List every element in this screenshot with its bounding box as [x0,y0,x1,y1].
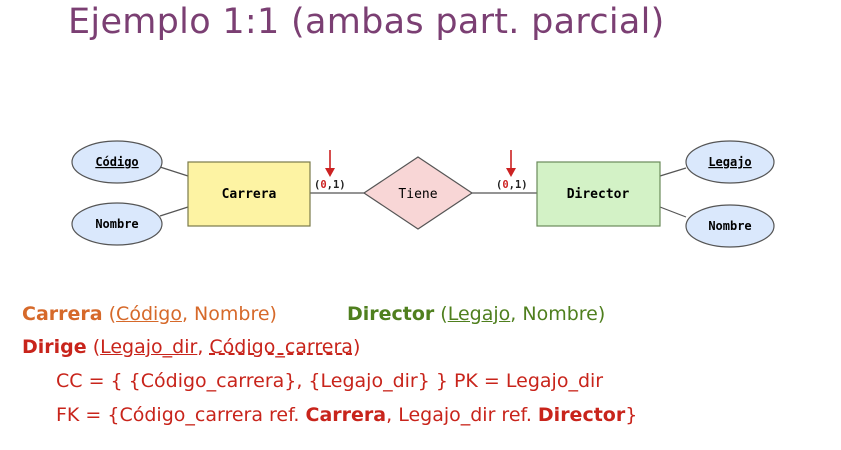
attribute-nombre-director: Nombre [685,204,775,248]
schema-cc-line: CC = { {Código_carrera}, {Legajo_dir} } … [56,370,604,392]
schema-fk-line: FK = {Código_carrera ref. Carrera, Legaj… [56,404,637,426]
schema-director-name: Director [346,303,435,325]
schema-dirige-name: Dirige [22,336,87,358]
line-nombre-carrera [159,206,189,217]
entity-carrera: Carrera [187,161,311,227]
schema-line-dirige: Dirige (Legajo_dir, Código_carrera) [22,336,360,358]
entity-director-label: Director [567,187,630,202]
attribute-codigo: Código [71,140,163,184]
schema-carrera-name: Carrera [22,303,103,325]
schema-carrera: Carrera (Código, Nombre) [22,303,277,325]
schema-fk-entity1: Carrera [305,404,387,426]
schema-director-pk: Legajo [447,303,511,325]
line-director-legajo [659,167,687,177]
schema-dirige-open: ( [86,336,101,358]
attribute-legajo-label: Legajo [708,155,751,169]
schema-fk-part3: } [625,404,638,426]
schema-fk-entity2: Director [537,404,626,426]
attribute-nombre-carrera-label: Nombre [95,217,138,231]
attribute-nombre-director-label: Nombre [708,219,751,233]
connector-lines [159,166,687,218]
schema-fk-part2: , Legajo_dir ref. [386,404,538,426]
schema-dirige-sep: , [197,336,210,358]
relationship-tiene: Tiene [362,156,474,230]
svg-text:(0,1): (0,1) [496,179,528,191]
schema-line-carrera-director: Carrera (Código, Nombre)Director (Legajo… [22,303,605,325]
schema-dirige-attr1: Legajo_dir [100,336,198,358]
schema-carrera-open: ( [102,303,117,325]
cardinality-left: (0,1) [314,150,346,191]
schema-director-rest: , Nombre) [510,303,606,325]
schema-director: Director (Legajo, Nombre) [347,303,605,325]
attribute-legajo: Legajo [685,140,775,184]
attribute-nombre-carrera: Nombre [71,202,163,246]
page-title: Ejemplo 1:1 (ambas part. parcial) [68,2,665,42]
attribute-codigo-label: Código [95,155,138,169]
entity-director: Director [536,161,661,227]
svg-text:(0,1): (0,1) [314,179,346,191]
line-codigo-carrera [159,166,189,177]
schema-fk-part1: FK = {Código_carrera ref. [56,404,306,426]
schema-carrera-rest: , Nombre) [181,303,277,325]
relationship-tiene-label: Tiene [398,187,437,202]
line-director-nombre [659,206,687,218]
schema-dirige-close: ) [352,336,361,358]
er-diagram: Código Nombre Carrera (0,1) Tiene (0,1) … [71,140,775,248]
entity-carrera-label: Carrera [222,187,277,202]
schema-dirige-attr2: Código_carrera [209,336,353,358]
schema-director-open: ( [434,303,448,325]
schema-carrera-pk: Código [116,303,182,325]
cardinality-right: (0,1) [496,150,528,191]
